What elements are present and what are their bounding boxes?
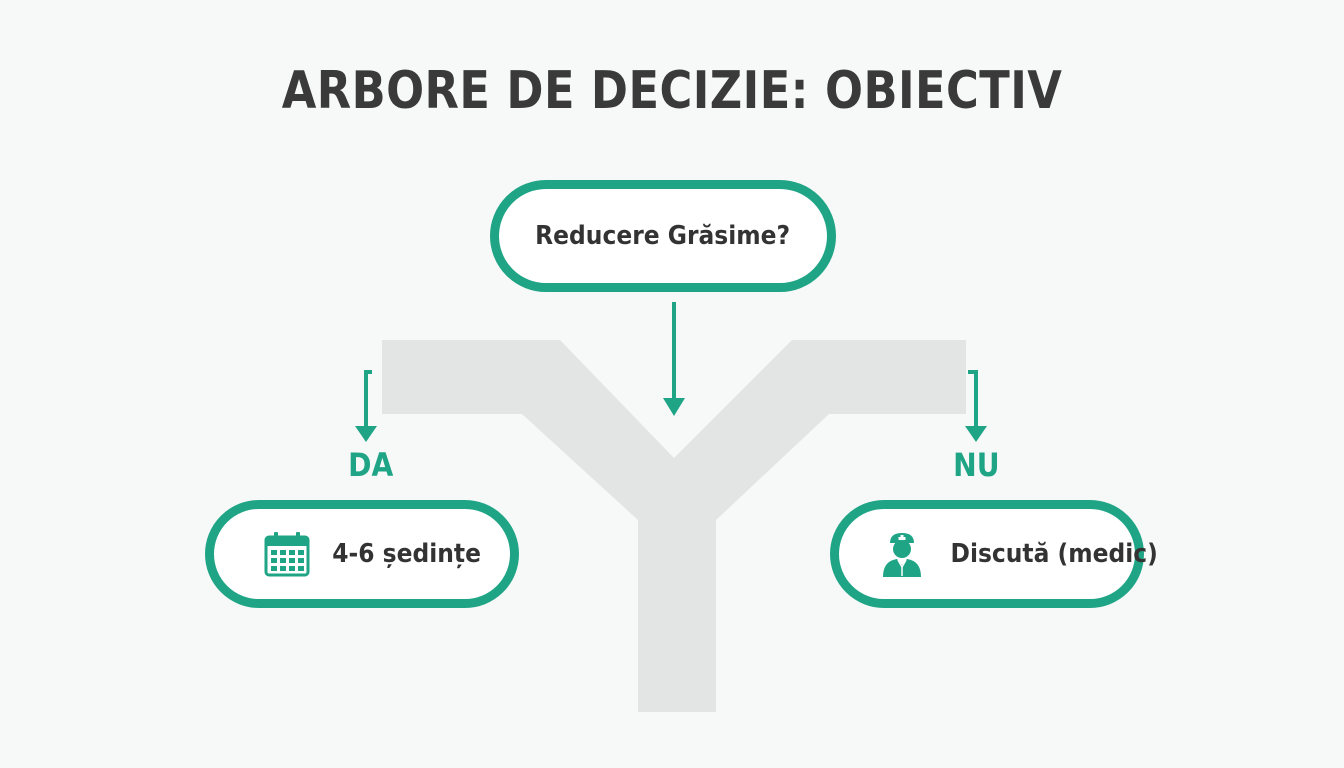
- yes-arrow: [355, 370, 377, 442]
- calendar-icon: [264, 532, 310, 577]
- doctor-icon: [883, 533, 921, 577]
- no-arrow: [965, 370, 987, 442]
- diagram-title: ARBORE DE DECIZIE: OBIECTIV: [281, 61, 1063, 121]
- no-outcome-label: Discută (medic): [950, 539, 1158, 569]
- yes-branch-label: DA: [348, 446, 394, 484]
- yes-outcome-label: 4-6 ședințe: [332, 539, 481, 569]
- yes-outcome-node: 4-6 ședințe: [205, 500, 519, 608]
- center-arrow: [663, 302, 685, 416]
- tree-trunk: [382, 340, 966, 712]
- question-label: Reducere Grăsime?: [535, 221, 791, 251]
- question-node: Reducere Grăsime?: [490, 180, 836, 292]
- no-branch-label: NU: [953, 446, 1000, 484]
- no-outcome-node: Discută (medic): [830, 500, 1158, 608]
